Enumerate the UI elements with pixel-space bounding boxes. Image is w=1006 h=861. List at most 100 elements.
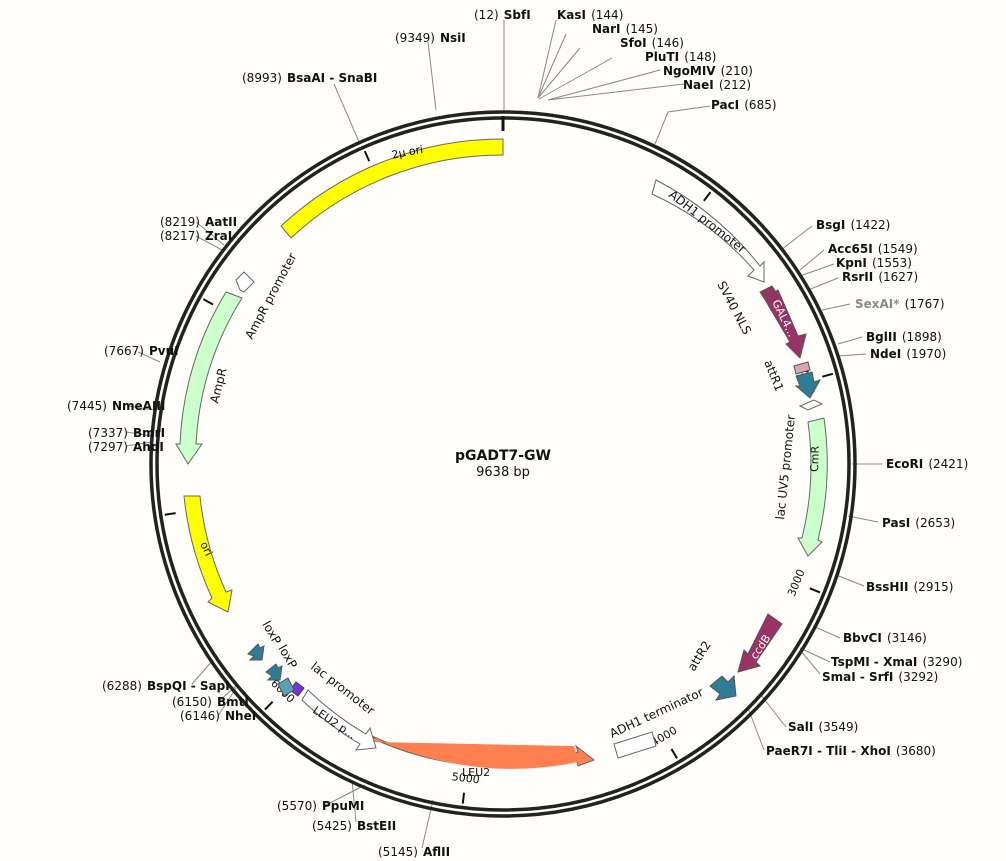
plasmid-length: 9638 bp bbox=[476, 465, 530, 480]
site-position: (7337) bbox=[88, 426, 128, 440]
restriction-site[interactable]: KasI (144) bbox=[557, 4, 623, 23]
restriction-site[interactable]: PluTI (148) bbox=[645, 46, 716, 65]
restriction-site[interactable]: Acc65I (1549) bbox=[828, 238, 918, 257]
plasmid-name: pGADT7-GW bbox=[455, 448, 551, 464]
tick-mark bbox=[202, 298, 214, 306]
restriction-site[interactable]: (7445) NmeAIII bbox=[67, 395, 165, 414]
site-position: (8993) bbox=[242, 71, 282, 85]
site-name: AflII bbox=[423, 845, 450, 859]
site-name: NmeAIII bbox=[112, 399, 165, 413]
site-name: ZraI bbox=[205, 229, 232, 243]
feature-label-2mu-ori: 2μ ori bbox=[390, 143, 424, 162]
site-position: (8219) bbox=[160, 215, 200, 229]
site-name: BbvCI bbox=[843, 631, 882, 645]
restriction-site[interactable]: BbvCI (3146) bbox=[843, 627, 927, 646]
site-name: KpnI bbox=[836, 256, 867, 270]
tick-mark bbox=[822, 372, 834, 378]
feature-ccdb[interactable]: ccdB bbox=[737, 613, 783, 673]
restriction-site[interactable]: PacI (685) bbox=[711, 94, 777, 113]
site-name: BglII bbox=[866, 330, 897, 344]
restriction-site[interactable]: BglII (1898) bbox=[866, 326, 942, 345]
site-name: SfoI bbox=[620, 36, 647, 50]
restriction-site[interactable]: (8993) BsaAI - SnaBI bbox=[242, 67, 377, 86]
feature-ori[interactable]: ori bbox=[183, 495, 233, 613]
site-position: (145) bbox=[626, 22, 658, 36]
site-position: (7297) bbox=[88, 440, 128, 454]
site-position: (1898) bbox=[902, 330, 942, 344]
restriction-site[interactable]: PasI (2653) bbox=[882, 512, 955, 531]
restriction-site[interactable]: (12) SbfI bbox=[474, 4, 531, 23]
restriction-site[interactable]: (8217) ZraI bbox=[160, 225, 232, 244]
site-name: PaeR7I - TliI - XhoI bbox=[766, 744, 891, 758]
restriction-site[interactable]: (7297) AhdI bbox=[88, 436, 164, 455]
site-position: (3680) bbox=[896, 744, 936, 758]
feature-label-leu2-promoter: LEU2 p... bbox=[310, 704, 358, 742]
restriction-site[interactable]: SfoI (146) bbox=[620, 32, 684, 51]
restriction-site[interactable]: (6288) BspQI - SapI bbox=[102, 675, 230, 694]
feature-label-attr2: attR2 bbox=[685, 638, 714, 673]
restriction-site[interactable]: TspMI - XmaI (3290) bbox=[831, 651, 962, 670]
restriction-site[interactable]: (5145) AflII bbox=[378, 841, 450, 860]
site-name: NaeI bbox=[683, 78, 714, 92]
site-name: Acc65I bbox=[828, 242, 873, 256]
tick-mark bbox=[670, 748, 678, 759]
site-position: (3292) bbox=[898, 670, 938, 684]
restriction-site[interactable]: BssHII (2915) bbox=[866, 576, 953, 595]
site-position: (6150) bbox=[172, 695, 212, 709]
site-position: (1549) bbox=[878, 242, 918, 256]
site-position: (5570) bbox=[277, 799, 317, 813]
restriction-site[interactable]: (7667) PvuI bbox=[104, 340, 179, 359]
site-position: (685) bbox=[744, 98, 776, 112]
restriction-site[interactable]: RsrII (1627) bbox=[842, 266, 918, 285]
plasmid-title-group: pGADT7-GW 9638 bp bbox=[455, 448, 551, 480]
feature-ampr[interactable]: AmpR bbox=[175, 291, 243, 465]
feature-lac-uv5-promoter[interactable]: lac UV5 promoter bbox=[773, 414, 798, 520]
feature-ampr-promoter[interactable]: AmpR promoter bbox=[235, 251, 299, 342]
feature-cmr[interactable]: CmR bbox=[797, 417, 828, 557]
feature-2mu-ori[interactable]: 2μ ori bbox=[280, 138, 504, 239]
restriction-site[interactable]: PaeR7I - TliI - XhoI (3680) bbox=[766, 740, 936, 759]
leader-lines bbox=[125, 19, 882, 849]
restriction-site[interactable]: BsgI (1422) bbox=[816, 214, 890, 233]
site-position: (146) bbox=[652, 36, 684, 50]
restriction-site[interactable]: SexAI* (1767) bbox=[855, 293, 945, 312]
restriction-site[interactable]: NgoMIV (210) bbox=[663, 60, 753, 79]
site-name: SalI bbox=[788, 720, 813, 734]
restriction-site[interactable]: (7337) BmrI bbox=[88, 422, 165, 441]
site-name: NsiI bbox=[440, 31, 466, 45]
tick-mark bbox=[164, 512, 176, 516]
restriction-site[interactable]: KpnI (1553) bbox=[836, 252, 912, 271]
site-name: NheI bbox=[225, 709, 256, 723]
restriction-site[interactable]: NaeI (212) bbox=[683, 74, 751, 93]
site-position: (1767) bbox=[905, 297, 945, 311]
site-position: (7445) bbox=[67, 399, 107, 413]
restriction-site[interactable]: (5570) PpuMI bbox=[277, 795, 364, 814]
feature-gal4[interactable]: GAL4... bbox=[763, 289, 807, 359]
site-position: (1422) bbox=[850, 218, 890, 232]
feature-lac-promoter[interactable]: lac promoter bbox=[289, 659, 377, 718]
restriction-site[interactable]: (6146) NheI bbox=[180, 705, 256, 724]
feature-leu2[interactable]: LEU2 bbox=[371, 735, 596, 779]
restriction-site[interactable]: (6150) BmtI bbox=[172, 691, 249, 710]
feature-label-loxp-2: loxP bbox=[275, 643, 299, 671]
site-position: (2915) bbox=[914, 580, 954, 594]
restriction-site[interactable]: NarI (145) bbox=[592, 18, 658, 37]
feature-label-cmr: CmR bbox=[808, 445, 822, 472]
restriction-site[interactable]: (8219) AatII bbox=[160, 211, 237, 230]
feature-label-ampr-promoter: AmpR promoter bbox=[242, 251, 299, 342]
svg-text:2μ ori: 2μ ori bbox=[390, 143, 424, 162]
site-name: PluTI bbox=[645, 50, 679, 64]
site-name: BsgI bbox=[816, 218, 845, 232]
site-position: (2421) bbox=[928, 457, 968, 471]
restriction-site[interactable]: (9349) NsiI bbox=[395, 27, 466, 46]
feature-sv40-nls[interactable]: SV40 NLS bbox=[714, 279, 777, 337]
site-name: KasI bbox=[557, 8, 586, 22]
restriction-site[interactable]: SmaI - SrfI (3292) bbox=[822, 666, 938, 685]
restriction-site[interactable]: EcoRI (2421) bbox=[886, 453, 968, 472]
restriction-site[interactable]: SalI (3549) bbox=[788, 716, 858, 735]
restriction-site[interactable]: NdeI (1970) bbox=[870, 343, 946, 362]
feature-attr1[interactable]: attR1 bbox=[761, 358, 822, 399]
site-position: (5425) bbox=[312, 819, 352, 833]
restriction-site[interactable]: (5425) BstEII bbox=[312, 815, 396, 834]
